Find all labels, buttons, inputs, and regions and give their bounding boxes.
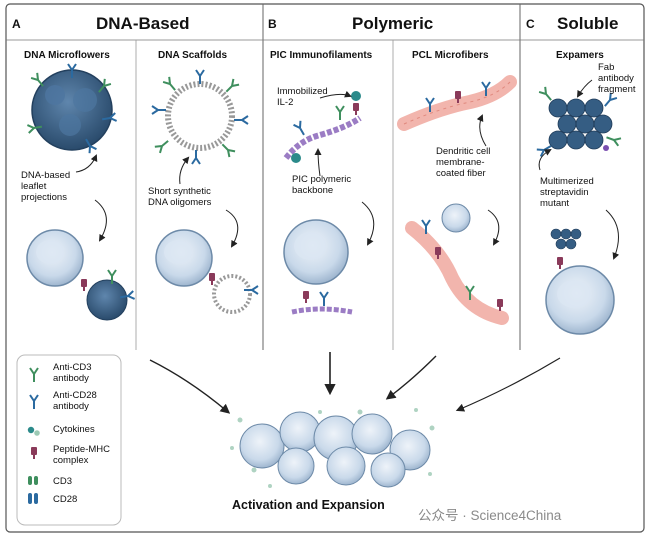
pic-filament: [283, 91, 362, 163]
t-cell-a1: [26, 229, 84, 287]
legend-label-pmhc: Peptide-MHC complex: [53, 444, 111, 466]
label-dendritic-fiber: Dendritic cell membrane- coated fiber: [436, 146, 491, 179]
expamer-multimer: [535, 85, 623, 158]
arrow-a1: [94, 199, 107, 242]
fab-pointer: [576, 79, 593, 98]
label-pic-backbone: PIC polymeric backbone: [292, 174, 352, 196]
column-title-expamers: Expamers: [556, 50, 604, 61]
microflower-bound: [81, 269, 136, 321]
outcome-label: Activation and Expansion: [232, 498, 385, 512]
section-c-title: Soluble: [557, 14, 619, 33]
label-fab: Fab antibody fragment: [598, 62, 636, 95]
legend-label-anti-cd3: Anti-CD3 antibody: [53, 362, 92, 384]
arrow-b1: [361, 201, 375, 246]
t-cell-a2: [155, 229, 213, 287]
cd3-icon: [28, 476, 38, 485]
legend-box: [16, 354, 122, 526]
section-a-title: DNA-Based: [96, 14, 190, 33]
legend-label-cd28: CD28: [53, 494, 78, 505]
label-il2: Immobilized IL-2: [277, 86, 328, 108]
pic-bound: [291, 291, 353, 315]
cd28-icon: [28, 493, 38, 504]
column-title-scaffolds: DNA Scaffolds: [158, 50, 228, 61]
dna-scaffold-ring: [151, 69, 249, 165]
legend-label-anti-cd28: Anti-CD28 antibody: [53, 390, 97, 412]
oligo-pointer: [179, 156, 190, 185]
cytokines-icon: [27, 426, 40, 436]
section-c-letter: C: [526, 17, 535, 31]
expamer-bound: [550, 228, 582, 269]
fiber-pointer: [476, 114, 487, 147]
section-a-letter: A: [12, 17, 21, 31]
expanded-t-cell-cluster: [230, 408, 435, 488]
legend-label-cytokines: Cytokines: [53, 424, 95, 435]
leaflet-pointer: [75, 154, 98, 173]
label-dna-leaflet: DNA-based leaflet projections: [21, 170, 71, 203]
scaffold-bound: [209, 273, 259, 314]
streptavidin-pointer: [538, 149, 552, 171]
label-short-oligos: Short synthetic DNA oligomers: [148, 186, 212, 208]
watermark: 公众号 · Science4China: [418, 508, 562, 523]
pcl-fiber-bottom: [405, 203, 509, 325]
t-cell-c1: [545, 265, 615, 335]
arrow-to-outcome-c: [455, 357, 561, 412]
column-title-pic: PIC Immunofilaments: [270, 50, 373, 61]
column-title-pcl: PCL Microfibers: [412, 50, 489, 61]
t-cell-b1: [283, 219, 349, 285]
column-title-microflowers: DNA Microflowers: [24, 50, 110, 61]
section-b-title: Polymeric: [352, 14, 434, 33]
pcl-fiber-top: [397, 75, 517, 131]
arrow-a2: [225, 209, 239, 248]
arrow-c1: [605, 209, 620, 260]
label-streptavidin: Multimerized streptavidin mutant: [540, 176, 594, 209]
arrow-b2: [487, 209, 500, 246]
legend-label-cd3: CD3: [53, 476, 73, 487]
backbone-pointer: [314, 148, 322, 177]
section-b-letter: B: [268, 17, 277, 31]
il2-pointer: [319, 90, 352, 99]
arrow-to-outcome-b2: [385, 355, 437, 400]
arrow-to-outcome-a: [149, 359, 231, 414]
dna-microflower-particle: [26, 63, 118, 155]
